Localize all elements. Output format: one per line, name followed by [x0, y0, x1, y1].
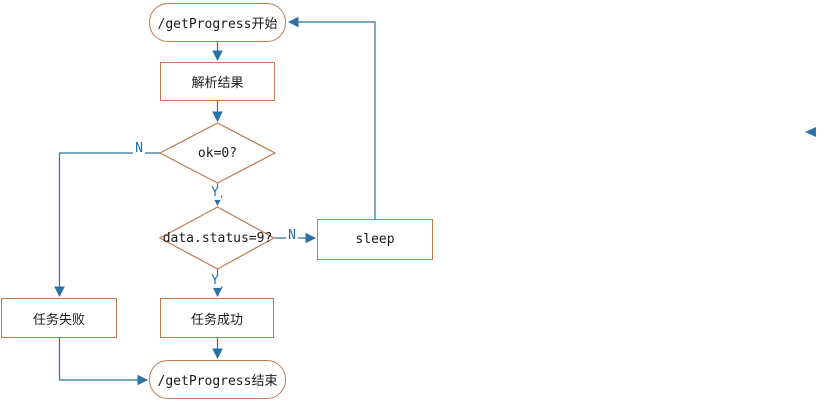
- edge-label-status-yes: Y: [209, 272, 221, 289]
- node-decision-status-label: data.status=9?: [162, 230, 273, 246]
- node-parse-result: 解析结果: [160, 62, 275, 101]
- decision-status-shape: [158, 206, 276, 270]
- edge-label-ok-no: N: [133, 140, 145, 157]
- edge-label-ok-yes: Y: [209, 184, 221, 201]
- edge-task-failed-to-end: [58, 338, 149, 386]
- node-start-label: /getProgress开始: [157, 17, 278, 32]
- node-parse-result-label: 解析结果: [191, 76, 244, 91]
- edge-sleep-loop-to-start: [287, 16, 376, 219]
- node-task-success-label: 任务成功: [190, 312, 243, 328]
- node-start: /getProgress开始: [149, 3, 286, 42]
- node-end: /getProgress结束: [149, 360, 286, 399]
- edge-decision-ok-no-to-task-failed: [54, 152, 160, 298]
- node-end-label: /getProgress结束: [157, 374, 278, 389]
- node-task-failed-label: 任务失败: [32, 312, 85, 328]
- node-task-failed: 任务失败: [1, 298, 117, 338]
- node-sleep: sleep: [317, 219, 433, 260]
- stray-left-arrowhead-icon: [805, 127, 816, 137]
- node-decision-ok-label: ok=0?: [197, 145, 238, 161]
- node-task-success: 任务成功: [160, 298, 274, 338]
- node-sleep-label: sleep: [355, 232, 395, 247]
- edge-label-status-no: N: [286, 227, 298, 244]
- decision-ok-shape: [158, 122, 277, 184]
